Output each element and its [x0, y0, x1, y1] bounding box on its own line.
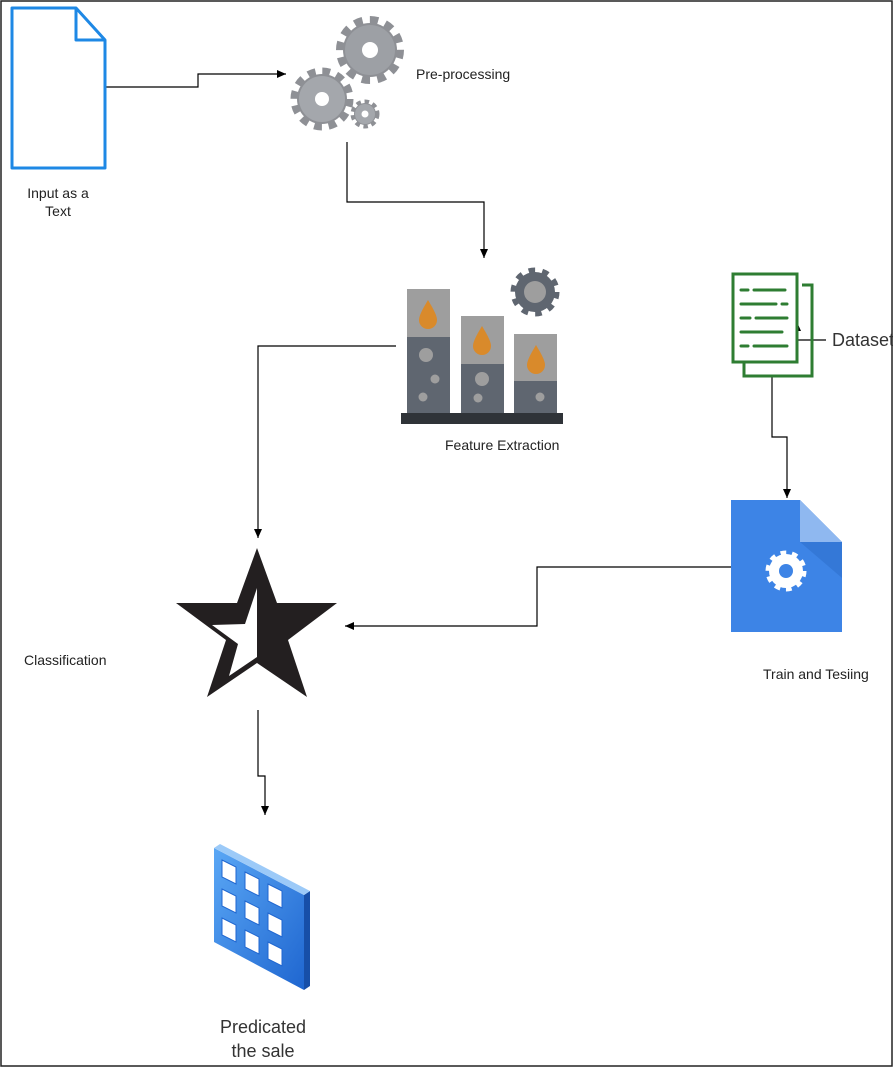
grid-panel-icon [214, 844, 310, 990]
input-text-label: Input as a Text [27, 185, 89, 219]
train-testing-label: Train and Tesiing [763, 666, 869, 682]
edges [106, 70, 826, 815]
prediction-label: Predicated the sale [219, 1017, 307, 1061]
settings-file-icon [731, 500, 842, 632]
edge-classification-to-prediction [257, 710, 269, 815]
edge-train-to-classification [345, 566, 731, 630]
edge-preprocessing-to-feature [346, 142, 488, 258]
edge-feature-to-classification [254, 345, 396, 538]
half-star-icon [176, 548, 337, 697]
preprocessing-label: Pre-processing [416, 66, 511, 82]
dataset-label: Dataset [832, 330, 893, 350]
factory-icon [401, 267, 563, 424]
edge-dataset-to-train [771, 376, 791, 498]
document-icon [10, 6, 107, 170]
edge-input-to-preprocessing [106, 70, 286, 88]
classification-label: Classification [24, 652, 107, 668]
gears-icon [290, 16, 404, 131]
feature-extraction-label: Feature Extraction [445, 437, 560, 453]
dataset-document-icon [731, 272, 814, 378]
